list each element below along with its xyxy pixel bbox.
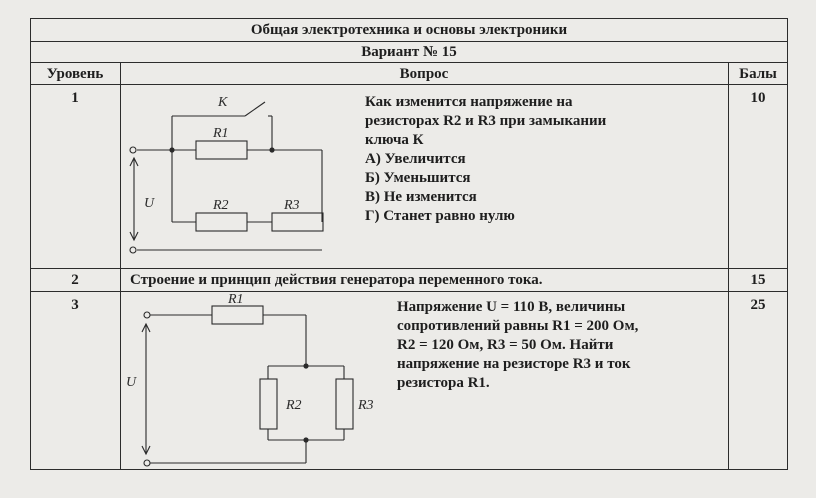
row-2-question: Строение и принцип действия генератора п… (130, 272, 543, 288)
question-line: Как изменится напряжение на (365, 94, 573, 110)
resistor-r2 (195, 212, 248, 232)
resistor-r1 (211, 305, 264, 325)
resistor-r1 (195, 140, 248, 160)
r1-label: R1 (212, 126, 229, 141)
answer-option: А) Увеличится (365, 151, 466, 167)
row-3-question: Напряжение U = 110 В, величины сопротивл… (397, 298, 638, 393)
row-3-points: 25 (750, 297, 766, 313)
row-2 (30, 268, 788, 292)
question-line: сопротивлений равны R1 = 200 Ом, (397, 318, 639, 334)
column-header-question: Вопрос (399, 66, 449, 82)
resistor-r2 (259, 378, 278, 430)
r3-label: R3 (283, 198, 300, 213)
header-row (30, 62, 788, 85)
row-1-points: 10 (750, 90, 766, 106)
r2-label: R2 (212, 198, 229, 213)
r3-label: R3 (357, 398, 374, 413)
col-divider-1 (120, 62, 121, 470)
key-label: К (217, 95, 228, 110)
variant-number: Вариант № 15 (361, 44, 457, 60)
row-3-level: 3 (71, 297, 79, 313)
answer-option: Г) Станет равно нулю (365, 208, 515, 224)
row-1-level: 1 (71, 90, 79, 106)
document-title: Общая электротехника и основы электроник… (250, 22, 568, 38)
question-line: резисторах R2 и R3 при замыкании (365, 113, 607, 129)
question-line: Напряжение U = 110 В, величины (397, 299, 626, 315)
r1-label: R1 (227, 292, 244, 307)
question-line: напряжение на резисторе R3 и ток (397, 356, 631, 372)
u-label: U (144, 196, 155, 211)
answer-option: Б) Уменьшится (365, 170, 471, 186)
row-1-question: Как изменится напряжение на резисторах R… (365, 93, 606, 226)
col-divider-2 (728, 62, 729, 470)
resistor-r3 (271, 212, 324, 232)
question-line: R2 = 120 Ом, R3 = 50 Ом. Найти (397, 337, 614, 353)
circuit-diagram-1: К R1 R2 R3 U (129, 95, 324, 254)
resistor-r3 (335, 378, 354, 430)
r2-label: R2 (285, 398, 302, 413)
row-2-points: 15 (750, 272, 766, 288)
question-line: ключа К (365, 132, 424, 148)
row-2-level: 2 (71, 272, 79, 288)
u-label: U (126, 375, 137, 390)
column-header-points: Балы (739, 66, 777, 82)
column-header-level: Уровень (46, 66, 104, 82)
answer-option: В) Не изменится (365, 189, 477, 205)
question-line: резистора R1. (397, 375, 490, 391)
circuit-diagram-3: R1 R2 R3 U (126, 292, 374, 467)
